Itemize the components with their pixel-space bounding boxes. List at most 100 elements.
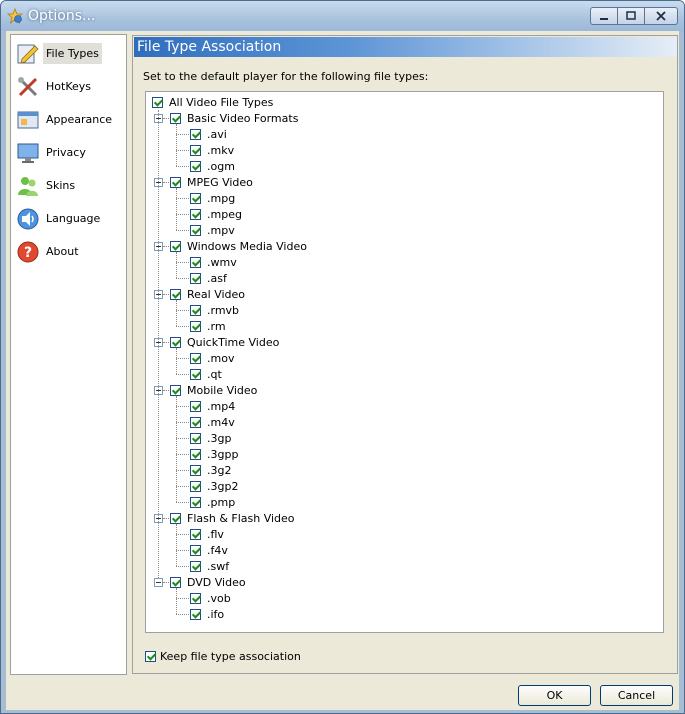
tree-file-item[interactable]: .swf — [190, 558, 229, 574]
tree-connector — [176, 614, 189, 615]
tree-connector — [176, 502, 189, 503]
sidebar-item-appearance[interactable]: Appearance — [15, 103, 123, 136]
collapse-expander[interactable] — [154, 578, 163, 587]
tree-file-item[interactable]: .mkv — [190, 142, 234, 158]
tree-connector — [163, 518, 169, 519]
tree-checkbox[interactable] — [190, 592, 201, 604]
minimize-button[interactable] — [590, 7, 618, 25]
tree-checkbox[interactable] — [170, 512, 181, 524]
tree-checkbox[interactable] — [170, 576, 181, 588]
tree-file-item[interactable]: .qt — [190, 366, 222, 382]
tree-group-item[interactable]: Mobile Video — [170, 382, 257, 398]
tree-checkbox[interactable] — [190, 352, 201, 364]
tree-checkbox[interactable] — [190, 144, 201, 156]
tree-group-item[interactable]: QuickTime Video — [170, 334, 279, 350]
sidebar-item-skins[interactable]: Skins — [15, 169, 123, 202]
tree-group-item[interactable]: Real Video — [170, 286, 245, 302]
tree-item-label: .mpv — [207, 223, 235, 237]
tree-file-item[interactable]: .mpg — [190, 190, 235, 206]
tree-file-item[interactable]: .mpv — [190, 222, 235, 238]
tree-connector — [176, 214, 189, 215]
tree-connector — [176, 486, 189, 487]
sidebar-item-language[interactable]: Language — [15, 202, 123, 235]
sidebar-item-label: Appearance — [46, 113, 113, 126]
tree-checkbox[interactable] — [190, 224, 201, 236]
tree-checkbox[interactable] — [170, 384, 181, 396]
keep-association-checkbox[interactable] — [145, 651, 156, 662]
sidebar-item-privacy[interactable]: Privacy — [15, 136, 123, 169]
close-button[interactable] — [645, 7, 678, 25]
tree-file-item[interactable]: .ogm — [190, 158, 235, 174]
tree-file-item[interactable]: .mpeg — [190, 206, 242, 222]
tree-file-item[interactable]: .mp4 — [190, 398, 235, 414]
tree-file-item[interactable]: .rm — [190, 318, 226, 334]
tree-checkbox[interactable] — [190, 400, 201, 412]
tree-item-label: Windows Media Video — [187, 239, 307, 253]
tree-group-item[interactable]: DVD Video — [170, 574, 246, 590]
tree-file-item[interactable]: .3gp — [190, 430, 231, 446]
tree-group-item[interactable]: Flash & Flash Video — [170, 510, 295, 526]
tree-checkbox[interactable] — [190, 192, 201, 204]
sidebar-item-file-types[interactable]: File Types — [15, 37, 123, 70]
tree-connector — [176, 134, 189, 135]
tree-file-item[interactable]: .flv — [190, 526, 224, 542]
tree-file-item[interactable]: .rmvb — [190, 302, 239, 318]
sidebar-item-hotkeys[interactable]: HotKeys — [15, 70, 123, 103]
tree-checkbox[interactable] — [190, 432, 201, 444]
tree-file-item[interactable]: .ifo — [190, 606, 224, 622]
tree-checkbox[interactable] — [190, 320, 201, 332]
title-bar[interactable]: Options... — [1, 1, 684, 31]
tree-checkbox[interactable] — [170, 176, 181, 188]
tree-checkbox[interactable] — [170, 336, 181, 348]
tree-connector — [176, 406, 189, 407]
tree-checkbox[interactable] — [190, 448, 201, 460]
tree-file-item[interactable]: .asf — [190, 270, 227, 286]
tree-group-item[interactable]: MPEG Video — [170, 174, 253, 190]
tree-item-label: .3g2 — [207, 463, 232, 477]
tree-checkbox[interactable] — [190, 160, 201, 172]
tree-file-item[interactable]: .avi — [190, 126, 227, 142]
tree-item-label: .vob — [207, 591, 231, 605]
tree-checkbox[interactable] — [170, 112, 181, 124]
tree-file-item[interactable]: .3g2 — [190, 462, 231, 478]
tree-checkbox[interactable] — [190, 544, 201, 556]
cancel-button[interactable]: Cancel — [600, 685, 673, 706]
tree-connector — [176, 374, 189, 375]
maximize-button[interactable] — [618, 7, 645, 25]
tree-checkbox[interactable] — [170, 288, 181, 300]
tree-checkbox[interactable] — [190, 368, 201, 380]
tree-file-item[interactable]: .3gp2 — [190, 478, 238, 494]
tree-checkbox[interactable] — [170, 240, 181, 252]
about-icon: ? — [15, 239, 41, 265]
tree-checkbox[interactable] — [190, 208, 201, 220]
sidebar-item-about[interactable]: ? About — [15, 235, 123, 268]
tree-file-item[interactable]: .pmp — [190, 494, 235, 510]
tree-checkbox[interactable] — [190, 256, 201, 268]
tree-file-item[interactable]: .3gpp — [190, 446, 238, 462]
keep-association-option[interactable]: Keep file type association — [145, 650, 301, 663]
tree-checkbox[interactable] — [190, 464, 201, 476]
tree-connector — [163, 342, 169, 343]
tree-checkbox[interactable] — [190, 272, 201, 284]
tree-checkbox[interactable] — [190, 304, 201, 316]
tree-file-item[interactable]: .m4v — [190, 414, 235, 430]
tree-group-item[interactable]: Windows Media Video — [170, 238, 307, 254]
tree-root-item[interactable]: All Video File Types — [152, 94, 273, 110]
tree-checkbox[interactable] — [190, 560, 201, 572]
tree-checkbox[interactable] — [190, 416, 201, 428]
tree-checkbox[interactable] — [190, 496, 201, 508]
tree-checkbox[interactable] — [190, 128, 201, 140]
tree-checkbox[interactable] — [152, 96, 163, 108]
tree-file-item[interactable]: .wmv — [190, 254, 237, 270]
tree-checkbox[interactable] — [190, 608, 201, 620]
tree-file-item[interactable]: .mov — [190, 350, 234, 366]
ok-button[interactable]: OK — [518, 685, 591, 706]
tree-checkbox[interactable] — [190, 480, 201, 492]
tree-file-item[interactable]: .f4v — [190, 542, 228, 558]
tree-file-item[interactable]: .vob — [190, 590, 231, 606]
dialog-client: File Types HotKeys Appearance Privacy — [6, 31, 679, 710]
tree-group-item[interactable]: Basic Video Formats — [170, 110, 298, 126]
tree-checkbox[interactable] — [190, 528, 201, 540]
sidebar-item-label: HotKeys — [46, 80, 91, 93]
